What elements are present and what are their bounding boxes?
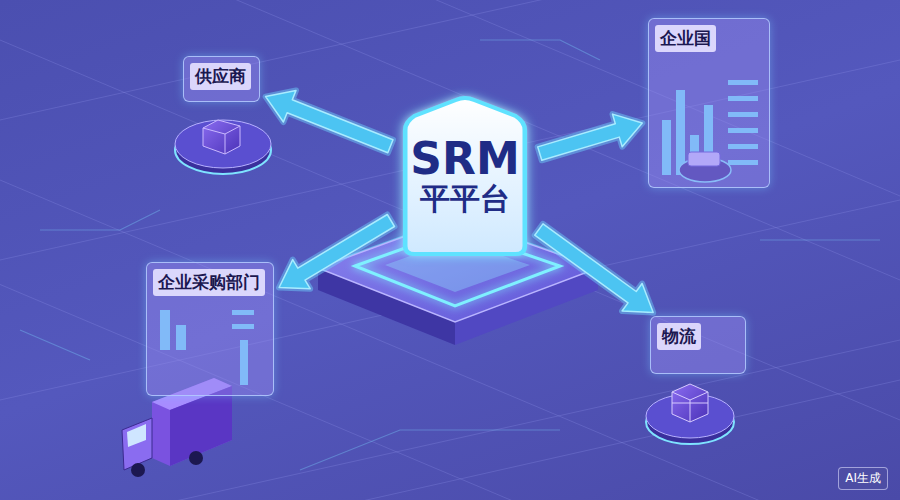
arrow-body xyxy=(538,114,643,160)
flow-arrow xyxy=(538,114,643,160)
arrow-glow xyxy=(538,114,643,160)
node-label: 供应商 xyxy=(190,63,251,90)
arrow-glow xyxy=(279,215,394,289)
arrow-glow xyxy=(266,90,393,152)
purchasing-panel: 企业采购部门 xyxy=(146,262,274,396)
node-label: 物流 xyxy=(657,323,701,350)
supplier-pedestal xyxy=(175,120,271,174)
arrow-body xyxy=(535,224,654,313)
node-label: 企业国 xyxy=(655,25,716,52)
node-label: 平平台 xyxy=(420,182,510,217)
arrow-glow xyxy=(535,224,654,313)
arrow-body xyxy=(266,90,393,152)
arrow-body xyxy=(279,215,394,289)
node-label: SRM xyxy=(410,136,519,182)
flow-arrow xyxy=(535,224,654,313)
enterprise-panel: 企业国 xyxy=(648,18,770,188)
logistics-pedestal xyxy=(646,384,734,444)
watermark: AI生成 xyxy=(838,467,888,490)
platform-shield: SRM平平台 xyxy=(396,96,534,256)
node-label: 企业采购部门 xyxy=(153,269,265,296)
flow-arrow xyxy=(279,215,394,289)
logistics-panel: 物流 xyxy=(650,316,746,374)
supplier-panel: 供应商 xyxy=(183,56,260,102)
flow-arrow xyxy=(266,90,393,152)
